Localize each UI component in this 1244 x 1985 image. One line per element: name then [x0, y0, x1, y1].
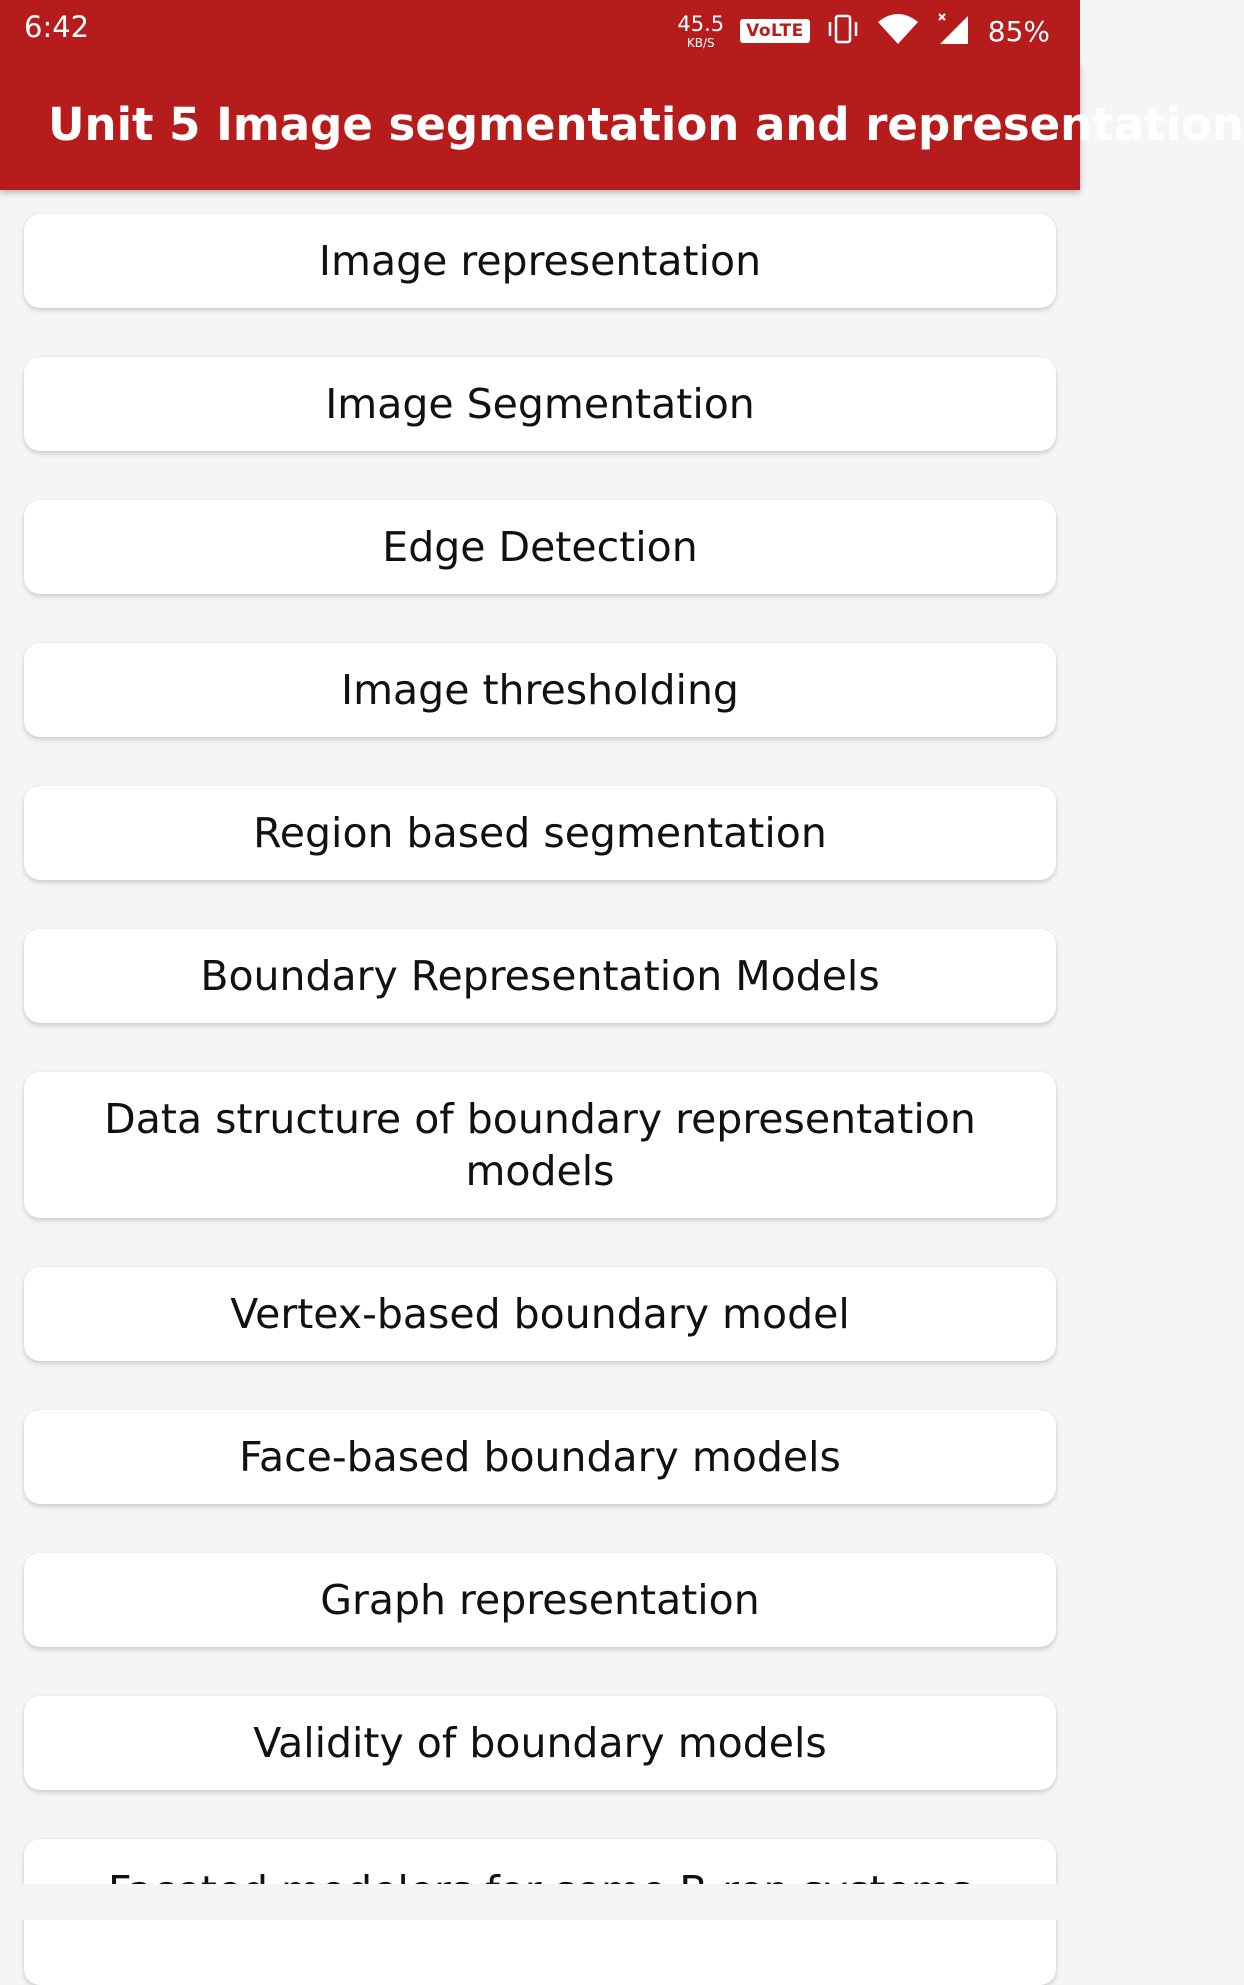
cell-signal-icon	[936, 12, 972, 50]
topic-item[interactable]: Edge Detection	[24, 500, 1056, 594]
topic-item[interactable]: Face-based boundary models	[24, 1410, 1056, 1504]
topic-item[interactable]: Region based segmentation	[24, 786, 1056, 880]
topic-item[interactable]: Image thresholding	[24, 643, 1056, 737]
topic-list[interactable]: Image representation Image Segmentation …	[0, 190, 1080, 1985]
topic-item[interactable]: Vertex-based boundary model	[24, 1267, 1056, 1361]
status-icons: 45.5 KB/S VoLTE	[677, 8, 1050, 54]
vibrate-icon	[826, 13, 860, 49]
network-speed-value: 45.5	[677, 11, 725, 36]
navigation-bar	[0, 1884, 1080, 1920]
topic-item[interactable]: Image representation	[24, 214, 1056, 308]
status-bar: 6:42 45.5 KB/S VoLTE	[0, 0, 1080, 62]
topic-item[interactable]: Graph representation	[24, 1553, 1056, 1647]
topic-item[interactable]: Data structure of boundary representatio…	[24, 1072, 1056, 1218]
network-speed: 45.5 KB/S	[677, 11, 725, 50]
topic-item[interactable]: Validity of boundary models	[24, 1696, 1056, 1790]
page-title: Unit 5 Image segmentation and representa…	[48, 98, 1244, 151]
topic-item[interactable]: Image Segmentation	[24, 357, 1056, 451]
app-bar: Unit 5 Image segmentation and representa…	[0, 62, 1244, 190]
wifi-icon	[876, 12, 920, 50]
volte-icon: VoLTE	[740, 19, 810, 43]
topic-item[interactable]: Boundary Representation Models	[24, 929, 1056, 1023]
battery-level: 85%	[987, 14, 1050, 48]
status-time: 6:42	[24, 10, 90, 44]
network-speed-unit: KB/S	[686, 35, 715, 50]
